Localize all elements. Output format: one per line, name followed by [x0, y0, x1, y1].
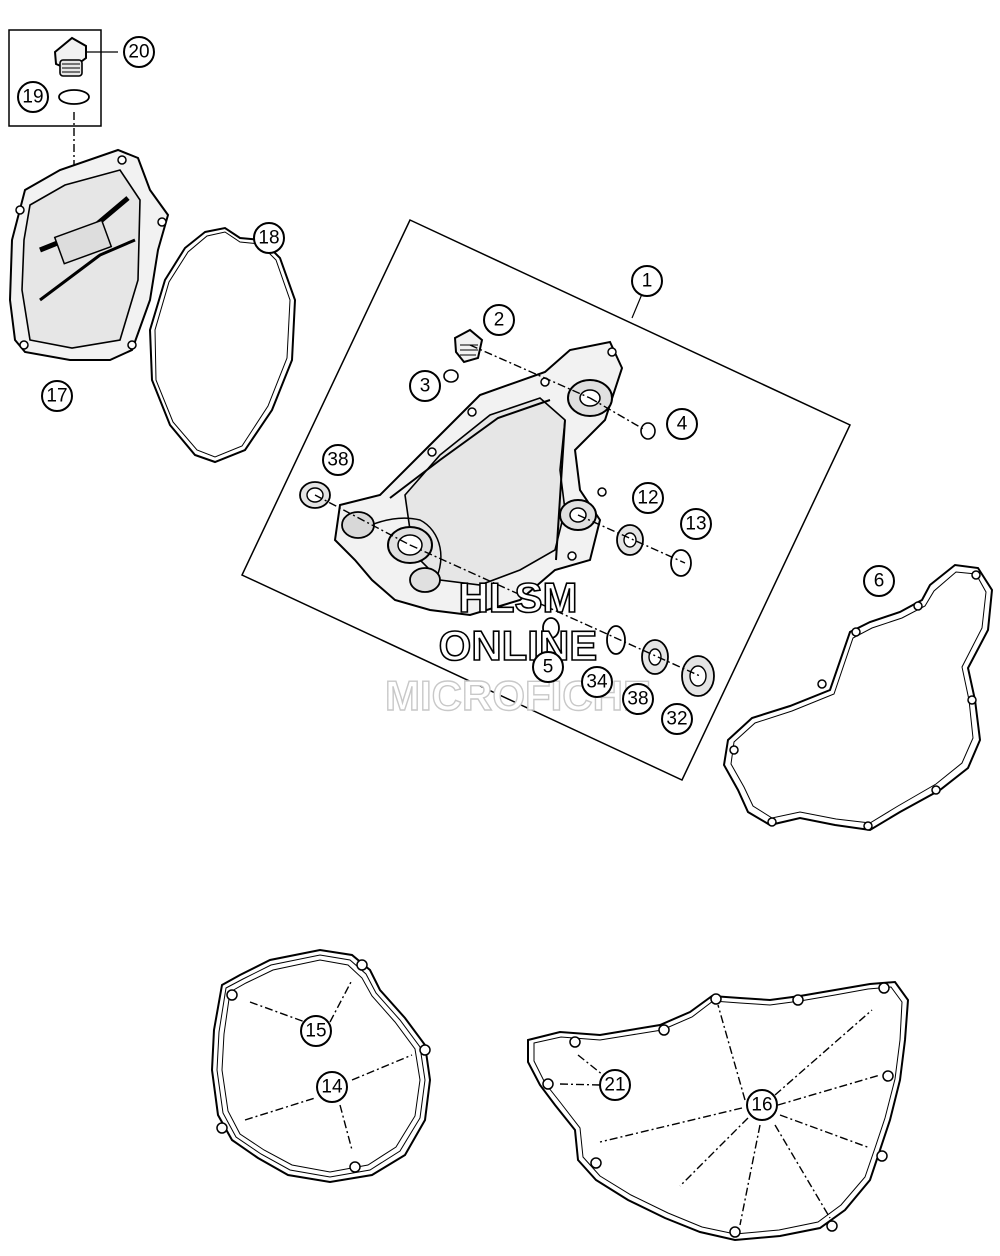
svg-text:5: 5: [543, 657, 554, 678]
assembly-frame: [240, 219, 852, 781]
callout-6[interactable]: 6: [863, 565, 895, 597]
outer-cover-gasket-part[interactable]: [210, 948, 432, 1184]
crankcase-gasket-part[interactable]: [527, 980, 910, 1242]
bearing-12-part[interactable]: [616, 524, 644, 556]
callout-2[interactable]: 2: [483, 304, 515, 336]
watermark-line2: ONLINE: [439, 622, 598, 669]
callout-21[interactable]: 21: [599, 1069, 631, 1101]
svg-text:13: 13: [685, 514, 706, 535]
callout-16[interactable]: 16: [746, 1089, 778, 1121]
svg-text:4: 4: [677, 414, 688, 435]
circlip-34-part[interactable]: [606, 625, 626, 655]
callout-14[interactable]: 14: [316, 1071, 348, 1103]
watermark-line1: HLSM: [459, 574, 578, 621]
svg-text:34: 34: [586, 672, 608, 693]
callout-13[interactable]: 13: [680, 508, 712, 540]
callout-32[interactable]: 32: [661, 703, 693, 735]
circlip-13-part[interactable]: [670, 549, 692, 577]
clutch-cover-gasket-part[interactable]: [722, 563, 994, 832]
svg-text:2: 2: [494, 310, 505, 331]
o-ring-part[interactable]: [58, 89, 90, 105]
callout-19[interactable]: 19: [17, 81, 49, 113]
callout-17[interactable]: 17: [41, 380, 73, 412]
callout-3[interactable]: 3: [409, 370, 441, 402]
svg-text:15: 15: [305, 1021, 326, 1042]
callout-20[interactable]: 20: [123, 36, 155, 68]
callout-38-upper[interactable]: 38: [322, 444, 354, 476]
callout-38-lower[interactable]: 38: [622, 683, 654, 715]
shaft-seal-38-lower-part[interactable]: [641, 639, 669, 675]
svg-text:17: 17: [46, 386, 67, 407]
svg-text:21: 21: [604, 1075, 625, 1096]
svg-text:1: 1: [642, 271, 653, 292]
svg-text:19: 19: [22, 87, 43, 108]
inset-box: [8, 29, 118, 127]
svg-text:16: 16: [751, 1095, 772, 1116]
svg-text:12: 12: [637, 488, 658, 509]
callout-12[interactable]: 12: [632, 482, 664, 514]
outer-clutch-cover-part[interactable]: [8, 148, 170, 361]
svg-text:38: 38: [627, 689, 648, 710]
callout-15[interactable]: 15: [300, 1015, 332, 1047]
washer-3-part[interactable]: [443, 369, 459, 383]
callout-4[interactable]: 4: [666, 408, 698, 440]
ring-4-part[interactable]: [640, 422, 656, 440]
svg-text:14: 14: [321, 1077, 343, 1098]
svg-text:32: 32: [666, 709, 687, 730]
callout-18[interactable]: 18: [253, 222, 285, 254]
cover-o-ring-part[interactable]: [148, 226, 297, 464]
callout-5[interactable]: 5: [532, 651, 564, 683]
svg-text:6: 6: [874, 571, 885, 592]
svg-text:38: 38: [327, 450, 348, 471]
callout-1[interactable]: 1: [631, 265, 663, 297]
filler-plug-part[interactable]: [53, 36, 87, 77]
plug-screw-part[interactable]: [453, 328, 484, 364]
ball-bearing-32-part[interactable]: [681, 655, 715, 697]
washer-5-part[interactable]: [542, 617, 560, 639]
svg-text:20: 20: [128, 42, 149, 63]
callout-34[interactable]: 34: [581, 666, 613, 698]
svg-text:3: 3: [420, 376, 431, 397]
svg-text:18: 18: [258, 228, 279, 249]
